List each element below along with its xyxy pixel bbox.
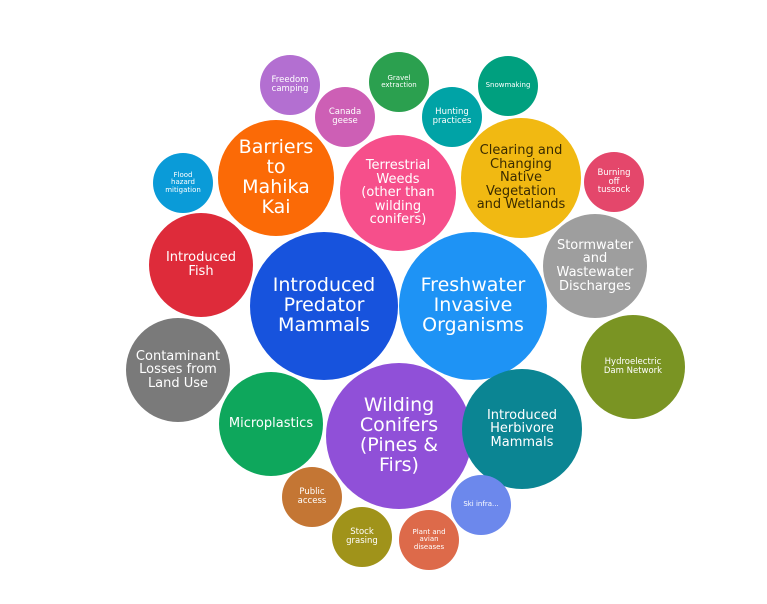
bubble-introduced-herbivore-mammals: Introduced Herbivore Mammals: [462, 369, 582, 489]
bubble-freedom-camping: Freedom camping: [260, 55, 320, 115]
bubble-canada-geese: Canada geese: [315, 87, 375, 147]
bubble-terrestrial-weeds: Terrestrial Weeds (other than wilding co…: [340, 135, 456, 251]
bubble-label: Flood hazard mitigation: [165, 170, 201, 194]
bubble-label: Introduced Fish: [165, 250, 237, 279]
bubble-gravel-extraction: Gravel extraction: [369, 52, 429, 112]
bubble-barriers-to-mahika-kai: Barriers to Mahika Kai: [218, 120, 334, 236]
bubble-stock-grasing: Stock grasing: [332, 507, 392, 567]
bubble-clearing-native-vegetation: Clearing and Changing Native Vegetation …: [461, 118, 581, 238]
bubble-label: Microplastics: [228, 416, 314, 432]
bubble-label: Contaminant Losses from Land Use: [135, 348, 221, 391]
bubble-contaminant-losses: Contaminant Losses from Land Use: [126, 318, 230, 422]
bubble-label: Freshwater Invasive Organisms: [420, 274, 526, 336]
bubble-wilding-conifers: Wilding Conifers (Pines & Firs): [326, 363, 472, 509]
bubble-label: Stormwater and Wastewater Discharges: [556, 237, 634, 294]
bubble-introduced-predator-mammals: Introduced Predator Mammals: [250, 232, 398, 380]
bubble-burning-off-tussock: Burning off tussock: [584, 152, 644, 212]
bubble-label: Barriers to Mahika Kai: [238, 136, 314, 218]
bubble-freshwater-invasive-organisms: Freshwater Invasive Organisms: [399, 232, 547, 380]
bubble-label: Gravel extraction: [381, 73, 417, 89]
bubble-label: Hunting practices: [432, 107, 472, 126]
bubble-introduced-fish: Introduced Fish: [149, 213, 253, 317]
bubble-label: Plant and avian diseases: [412, 527, 446, 551]
bubble-label: Introduced Predator Mammals: [272, 274, 376, 336]
bubble-label: Canada geese: [328, 107, 362, 126]
bubble-hunting-practices: Hunting practices: [422, 87, 482, 147]
bubble-label: Clearing and Changing Native Vegetation …: [476, 142, 566, 213]
bubble-hydroelectric-dam: Hydroelectric Dam Network: [581, 315, 685, 419]
bubble-label: Burning off tussock: [597, 167, 631, 196]
bubble-label: Ski infra...: [463, 500, 499, 509]
bubble-public-access: Public access: [282, 467, 342, 527]
bubble-label: Stock grasing: [346, 527, 378, 546]
bubble-snowmaking: Snowmaking: [478, 56, 538, 116]
bubble-label: Terrestrial Weeds (other than wilding co…: [361, 157, 435, 228]
bubble-label: Public access: [297, 487, 327, 506]
bubble-label: Wilding Conifers (Pines & Firs): [359, 394, 439, 476]
bubble-microplastics: Microplastics: [219, 372, 323, 476]
bubble-label: Freedom camping: [271, 75, 309, 94]
bubble-flood-hazard-mitigation: Flood hazard mitigation: [153, 153, 213, 213]
bubble-stormwater-wastewater: Stormwater and Wastewater Discharges: [543, 214, 647, 318]
bubble-ski-infra: Ski infra...: [451, 475, 511, 535]
bubble-label: Snowmaking: [485, 81, 531, 90]
bubble-label: Hydroelectric Dam Network: [603, 357, 663, 376]
bubble-plant-avian-diseases: Plant and avian diseases: [399, 510, 459, 570]
bubble-label: Introduced Herbivore Mammals: [486, 407, 558, 450]
